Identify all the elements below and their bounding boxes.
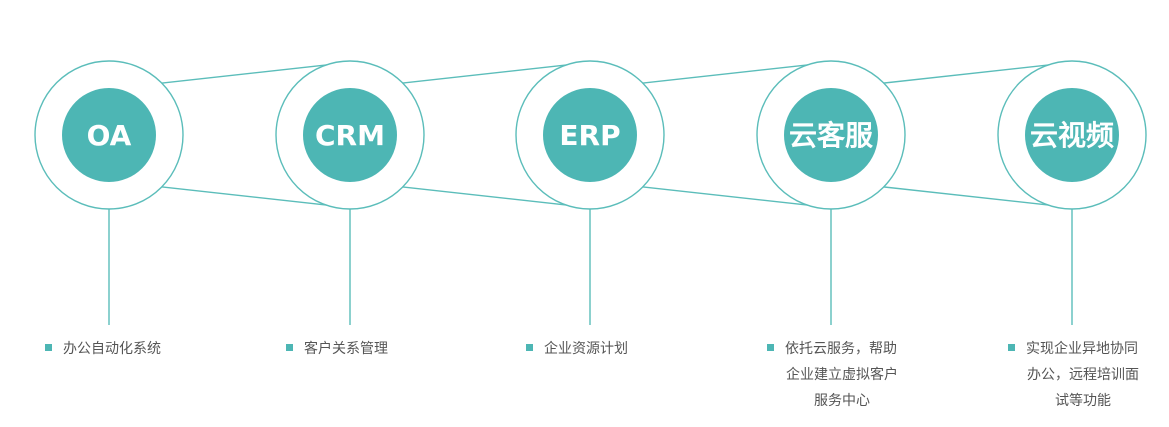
description-text: 服务中心 <box>814 393 870 409</box>
node-erp: ERP <box>515 60 665 325</box>
description-line: 试等功能 <box>1008 388 1158 414</box>
inner-circle <box>303 88 397 182</box>
inner-circle <box>1025 88 1119 182</box>
node-description: 企业资源计划 <box>526 336 676 362</box>
node-label: ERP <box>559 119 620 152</box>
node-label: 云客服 <box>789 119 874 152</box>
node-description: 客户关系管理 <box>286 336 436 362</box>
bullet-icon <box>286 344 293 351</box>
inner-circle <box>62 88 156 182</box>
description-line: 企业建立虚拟客户 <box>767 362 917 388</box>
node-label: CRM <box>315 119 385 152</box>
node-description: 办公自动化系统 <box>45 336 195 362</box>
node-label: OA <box>87 119 132 152</box>
inner-circle <box>543 88 637 182</box>
description-text: 办公自动化系统 <box>63 341 161 357</box>
bullet-icon <box>767 344 774 351</box>
description-line: 实现企业异地协同 <box>1008 336 1158 362</box>
node-oa: OA <box>34 60 184 325</box>
description-line: 客户关系管理 <box>286 336 436 362</box>
description-text: 实现企业异地协同 <box>1026 341 1138 357</box>
description-line: 办公自动化系统 <box>45 336 195 362</box>
bullet-icon <box>45 344 52 351</box>
node-cloud-service: 云客服 <box>756 60 906 325</box>
description-text: 试等功能 <box>1055 393 1111 409</box>
description-line: 服务中心 <box>767 388 917 414</box>
description-line: 依托云服务，帮助 <box>767 336 917 362</box>
description-text: 依托云服务，帮助 <box>785 341 897 357</box>
node-description: 实现企业异地协同办公，远程培训面试等功能 <box>1008 336 1158 414</box>
description-line: 办公，远程培训面 <box>1008 362 1158 388</box>
node-circles: OA CRM ERP 云客服 云视频 <box>34 60 1147 325</box>
description-text: 企业建立虚拟客户 <box>786 367 898 383</box>
node-description: 依托云服务，帮助企业建立虚拟客户服务中心 <box>767 336 917 414</box>
inner-circle <box>784 88 878 182</box>
node-crm: CRM <box>275 60 425 325</box>
description-text: 办公，远程培训面 <box>1027 367 1139 383</box>
node-cloud-video: 云视频 <box>997 60 1147 325</box>
bullet-icon <box>526 344 533 351</box>
node-label: 云视频 <box>1030 119 1114 152</box>
description-line: 企业资源计划 <box>526 336 676 362</box>
description-text: 企业资源计划 <box>544 341 628 357</box>
description-text: 客户关系管理 <box>304 341 388 357</box>
bullet-icon <box>1008 344 1015 351</box>
